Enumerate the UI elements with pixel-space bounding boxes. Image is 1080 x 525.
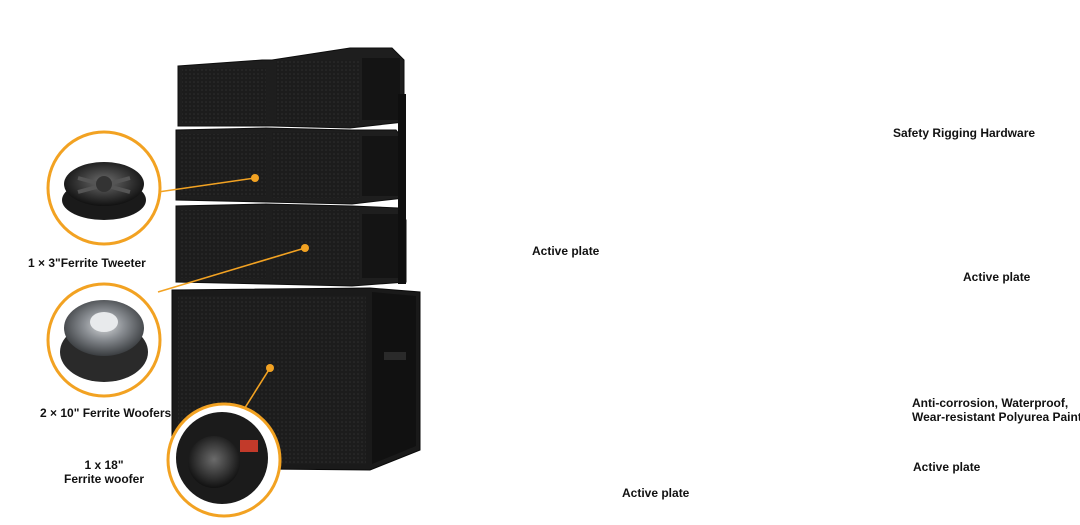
woofers-label: 2 × 10" Ferrite Woofers xyxy=(40,406,172,420)
sub-woofer-label-line2: Ferrite woofer xyxy=(64,472,145,486)
active-plate-label-right: Active plate xyxy=(963,270,1031,284)
left-speaker-stack xyxy=(46,47,421,518)
sub-driver-bubble xyxy=(166,402,282,518)
paint-label-line2: Wear-resistant Polyurea Paint xyxy=(912,410,1080,424)
rigging-label: Safety Rigging Hardware xyxy=(893,126,1036,140)
tweeter-bubble xyxy=(46,130,162,246)
woofer-callout-dot xyxy=(301,244,309,252)
left-line-array-cabinet-top xyxy=(177,47,405,129)
woofer-bubble xyxy=(46,282,162,398)
tweeter-callout-dot xyxy=(251,174,259,182)
sub-woofer-label: 1 x 18" Ferrite woofer xyxy=(64,458,144,486)
active-plate-label-left: Active plate xyxy=(532,244,600,258)
left-line-array-cabinet-middle xyxy=(175,127,405,205)
sub-woofer-callout-dot xyxy=(266,364,274,372)
paint-label-line1: Anti-corrosion, Waterproof, xyxy=(912,396,1069,410)
tweeter-label: 1 × 3"Ferrite Tweeter xyxy=(28,256,146,270)
sub-active-plate-label-right: Active plate xyxy=(913,460,981,474)
sub-woofer-label-line1: 1 x 18" xyxy=(84,458,124,472)
left-line-array-cabinet-bottom xyxy=(175,203,407,287)
rigging-bar xyxy=(398,94,406,284)
paint-label: Anti-corrosion, Waterproof, Wear-resista… xyxy=(912,396,1080,424)
sub-active-plate-label-left: Active plate xyxy=(622,486,690,500)
